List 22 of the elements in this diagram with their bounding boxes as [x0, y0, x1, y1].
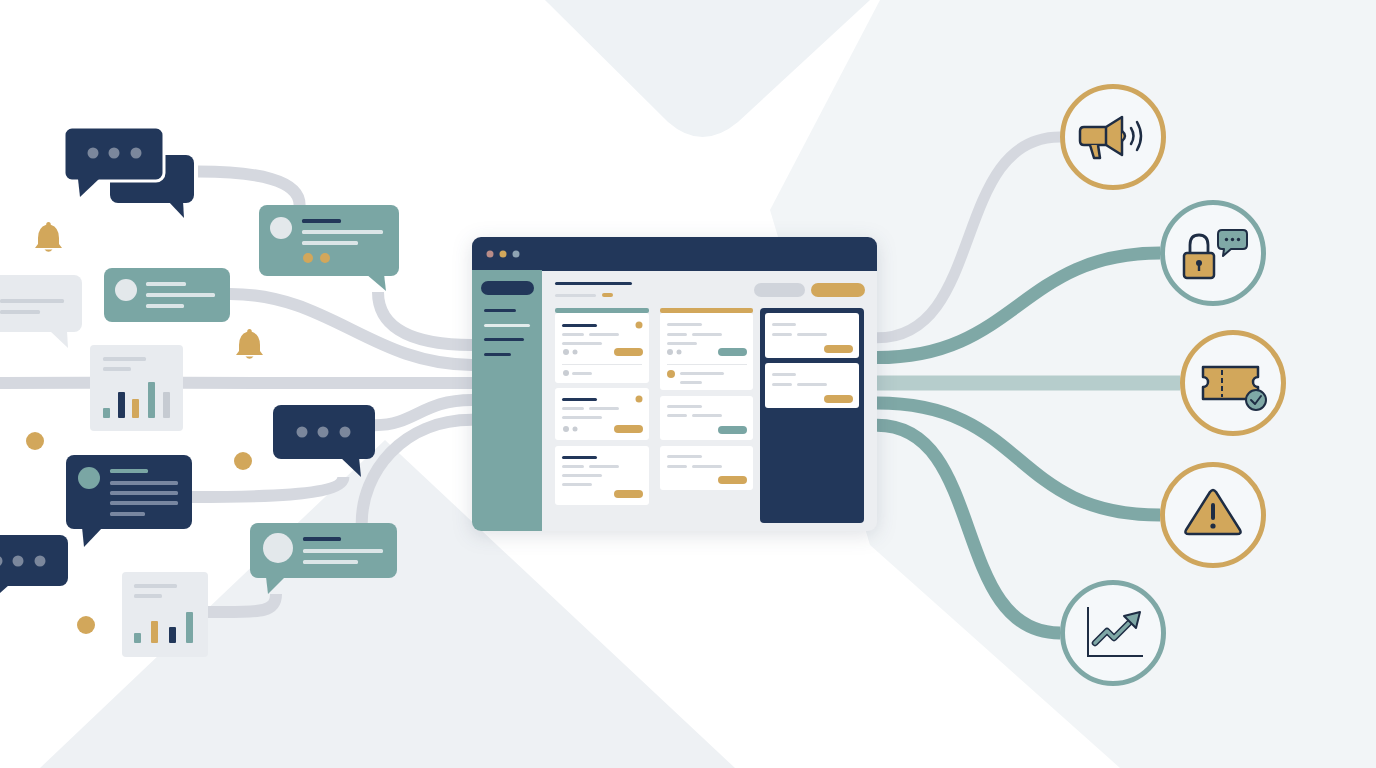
message-bubble [250, 523, 397, 594]
connector-line [208, 593, 282, 618]
message-bubble [259, 205, 399, 292]
connector-line [876, 396, 1161, 522]
message-bubble [66, 455, 192, 547]
message-bubble [104, 268, 230, 322]
connector-line [372, 291, 473, 351]
chat-bubble [273, 405, 375, 477]
connector-line [355, 413, 473, 524]
connector-line [229, 287, 473, 371]
connector-line [197, 165, 306, 206]
connector-line [877, 375, 1180, 391]
connector-line [876, 131, 1061, 344]
chart-card [122, 572, 208, 657]
chat-bubble [0, 275, 84, 349]
connector-line [374, 393, 473, 432]
connector-line [183, 376, 472, 390]
connector-line [0, 376, 91, 389]
connector-line [192, 474, 349, 504]
chat-bubble [0, 535, 70, 593]
connector-line [876, 246, 1161, 365]
chart-card [90, 345, 183, 431]
